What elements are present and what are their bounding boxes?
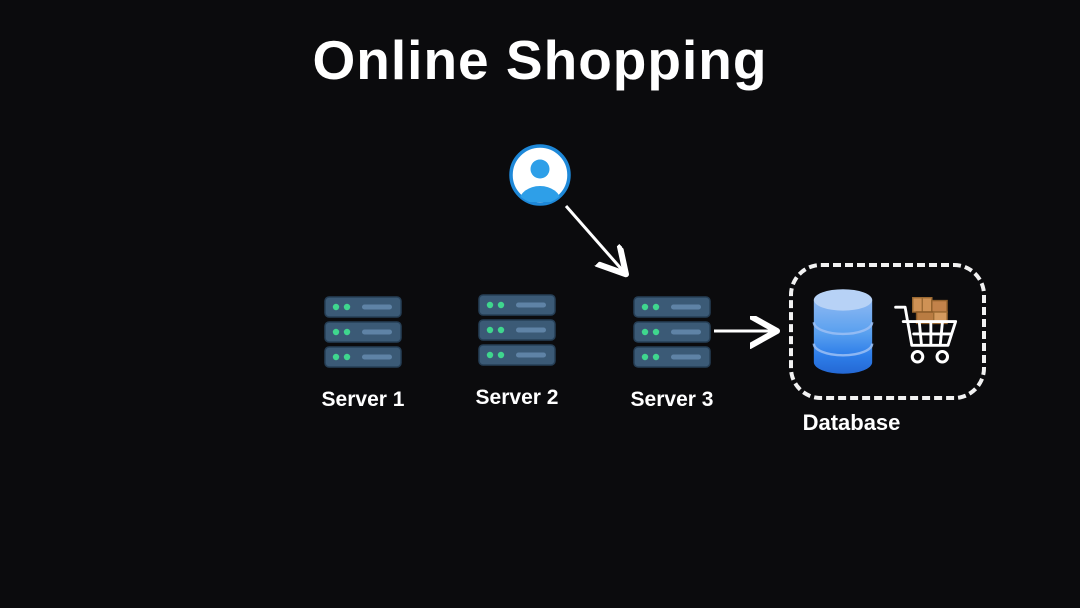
- database-label: Database: [802, 410, 901, 435]
- server-stack-icon: [633, 296, 711, 368]
- server-2-label: Server 2: [475, 386, 559, 409]
- database-group-box: [789, 263, 986, 400]
- database-cylinder-icon: [812, 288, 873, 374]
- cargo-boxes-icon: [911, 296, 948, 324]
- server-2-group: Server 2: [472, 294, 562, 410]
- page-title: Online Shopping: [312, 29, 768, 91]
- server-1-label: Server 1: [321, 388, 405, 411]
- shopping-cart-icon: [893, 296, 957, 364]
- user-icon: [507, 142, 573, 208]
- server-1-group: Server 1: [318, 296, 408, 412]
- user-avatar-icon: [509, 144, 571, 206]
- server-stack-icon: [324, 296, 402, 368]
- server-3-group: Server 3: [627, 296, 717, 412]
- server-3-label: Server 3: [630, 388, 714, 411]
- server-stack-icon: [478, 294, 556, 366]
- arrow-user-to-server3: [564, 205, 624, 272]
